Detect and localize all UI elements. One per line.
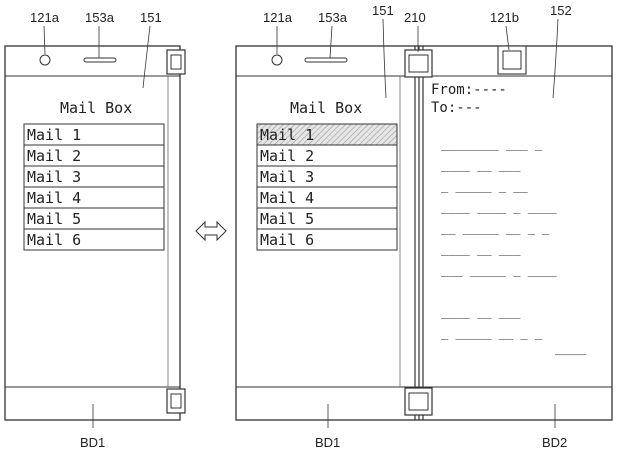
ref-153a-right: 153a	[318, 10, 348, 25]
message-body-line: _ _____ _ __	[441, 179, 528, 193]
left-mailbox-title: Mail Box	[60, 99, 132, 117]
message-body-line: ____ __ ___	[441, 242, 521, 256]
message-to: To:---	[431, 100, 482, 116]
camera-icon	[271, 54, 283, 66]
mail-item-label: Mail 3	[27, 168, 81, 186]
mail-item-label: Mail 4	[27, 189, 81, 207]
ref-152: 152	[550, 3, 572, 18]
message-from: From:----	[431, 82, 507, 98]
right-device	[235, 45, 613, 421]
speaker-icon	[304, 57, 348, 63]
message-body-line: __ _____ __ _ _	[441, 221, 550, 235]
mail-item-label: Mail 6	[260, 231, 314, 249]
mail-item-label: Mail 3	[260, 168, 314, 186]
ref-bd1-left: BD1	[80, 435, 105, 450]
mail-item-label: Mail 2	[260, 147, 314, 165]
mail-item-label: Mail 6	[27, 231, 81, 249]
message-signature: ____	[555, 341, 586, 356]
message-body-line: ___ _____ _ ____	[441, 263, 557, 277]
ref-121a-left: 121a	[30, 10, 60, 25]
ref-121b: 121b	[490, 10, 519, 25]
mail-item-label: Mail 1	[27, 126, 81, 144]
mail-list-item[interactable]	[256, 228, 398, 251]
double-arrow-icon	[195, 220, 227, 242]
ref-bd2: BD2	[542, 435, 567, 450]
ref-153a-left: 153a	[85, 10, 115, 25]
mail-list-item[interactable]	[23, 228, 165, 251]
message-body-line: ____ __ ___	[441, 305, 521, 319]
mail-item-label: Mail 1	[260, 126, 314, 144]
message-view: From:---- To:--- ________ ___ _ ____ __ _…	[431, 82, 586, 356]
mail-item-label: Mail 4	[260, 189, 314, 207]
mail-item-label: Mail 2	[27, 147, 81, 165]
speaker-icon	[83, 57, 117, 63]
ref-210: 210	[404, 10, 426, 25]
ref-151-left: 151	[140, 10, 162, 25]
ref-121a-right: 121a	[263, 10, 293, 25]
camera-icon	[39, 54, 51, 66]
left-mail-list: Mail 1 Mail 2 Mail 3 Mail 4 Mail 5 Mail 6	[23, 123, 165, 251]
message-body-line: ____ __ ___	[441, 158, 521, 172]
message-body-line: ________ ___ _	[441, 137, 543, 151]
ref-151-right: 151	[372, 3, 394, 18]
message-body-line: _ _____ __ _ _	[441, 326, 543, 340]
right-mailbox-title: Mail Box	[290, 99, 362, 117]
message-body-line: ____ ____ _ ____	[441, 200, 557, 214]
right-mail-list: Mail 1 Mail 2 Mail 3 Mail 4 Mail 5 Mail 6	[256, 123, 398, 251]
mail-item-label: Mail 5	[27, 210, 81, 228]
right-device-body	[235, 45, 613, 421]
mail-item-label: Mail 5	[260, 210, 314, 228]
ref-bd1-right: BD1	[315, 435, 340, 450]
